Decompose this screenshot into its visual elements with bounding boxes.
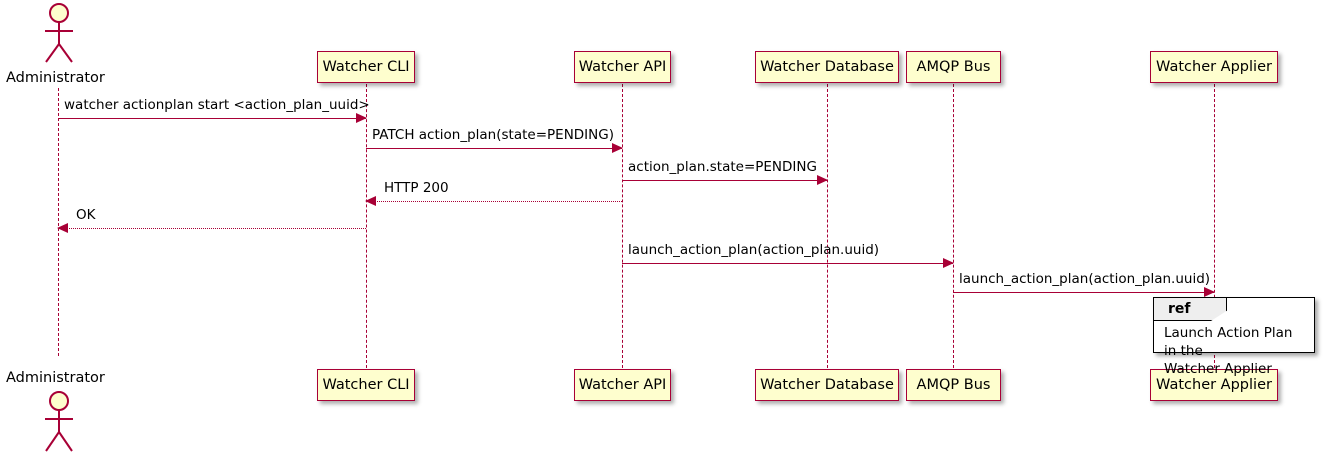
message-line [953, 292, 1214, 293]
message-line [622, 263, 953, 264]
participant-label: Watcher API [578, 376, 667, 393]
lifeline-watcher-cli [366, 84, 367, 368]
ref-fragment[interactable]: ref Launch Action Plan in the Watcher Ap… [1153, 297, 1315, 377]
ref-fragment-tab-label: ref [1168, 301, 1191, 317]
message-line [58, 118, 366, 119]
message-label: launch_action_plan(action_plan.uuid) [628, 242, 880, 258]
participant-box-watcher-applier-top[interactable]: Watcher Applier [1150, 51, 1278, 83]
actor-administrator-top-icon [45, 3, 73, 63]
participant-label: Watcher Database [760, 58, 894, 75]
message-line [366, 201, 622, 202]
participant-label: Watcher Applier [1156, 376, 1272, 393]
message-label: launch_action_plan(action_plan.uuid) [959, 271, 1211, 287]
participant-box-watcher-cli-top[interactable]: Watcher CLI [317, 51, 415, 83]
participant-label: Watcher CLI [322, 58, 410, 75]
participant-label: AMQP Bus [916, 58, 991, 75]
message-label: PATCH action_plan(state=PENDING) [372, 127, 614, 143]
participant-label: Watcher Applier [1156, 58, 1272, 75]
participant-box-watcher-api-bottom[interactable]: Watcher API [574, 369, 671, 401]
message-line [622, 180, 827, 181]
message-label: action_plan.state=PENDING [628, 159, 817, 175]
ref-fragment-body-line-1: Launch Action Plan in the [1164, 325, 1293, 360]
participant-box-watcher-cli-bottom[interactable]: Watcher CLI [317, 369, 415, 401]
arrowhead-right-icon [1204, 287, 1215, 297]
participant-box-watcher-database-bottom[interactable]: Watcher Database [755, 369, 899, 401]
participant-box-watcher-database-top[interactable]: Watcher Database [755, 51, 899, 83]
arrowhead-right-icon [612, 143, 623, 153]
actor-administrator-bottom-icon [45, 391, 73, 452]
message-line [366, 148, 622, 149]
lifeline-watcher-database [827, 84, 828, 368]
ref-fragment-body-line-2: Watcher Applier [1164, 361, 1272, 378]
participant-label: Watcher API [578, 58, 667, 75]
arrowhead-right-icon [817, 175, 828, 185]
actor-label-administrator-top: Administrator [6, 70, 105, 86]
ref-fragment-body: Launch Action Plan in the Watcher Applie… [1164, 324, 1308, 379]
lifeline-administrator [58, 88, 59, 356]
participant-box-amqp-bus-bottom[interactable]: AMQP Bus [906, 369, 1001, 401]
arrowhead-left-icon [365, 196, 376, 206]
participant-label: Watcher CLI [322, 376, 410, 393]
actor-label-administrator-bottom: Administrator [6, 370, 105, 386]
message-line [58, 228, 366, 229]
participant-label: Watcher Database [760, 376, 894, 393]
lifeline-amqp-bus [953, 84, 954, 368]
message-label: HTTP 200 [384, 180, 449, 196]
participant-label: AMQP Bus [916, 376, 991, 393]
participant-box-amqp-bus-top[interactable]: AMQP Bus [906, 51, 1001, 83]
arrowhead-left-icon [57, 223, 68, 233]
message-label: watcher actionplan start <action_plan_uu… [64, 97, 370, 113]
arrowhead-right-icon [356, 113, 367, 123]
participant-box-watcher-applier-bottom[interactable]: Watcher Applier [1150, 369, 1278, 401]
participant-box-watcher-api-top[interactable]: Watcher API [574, 51, 671, 83]
lifeline-watcher-applier [1214, 84, 1215, 368]
message-label: OK [76, 207, 96, 223]
arrowhead-right-icon [943, 258, 954, 268]
ref-fragment-tab: ref [1154, 298, 1227, 321]
lifeline-watcher-api [622, 84, 623, 368]
